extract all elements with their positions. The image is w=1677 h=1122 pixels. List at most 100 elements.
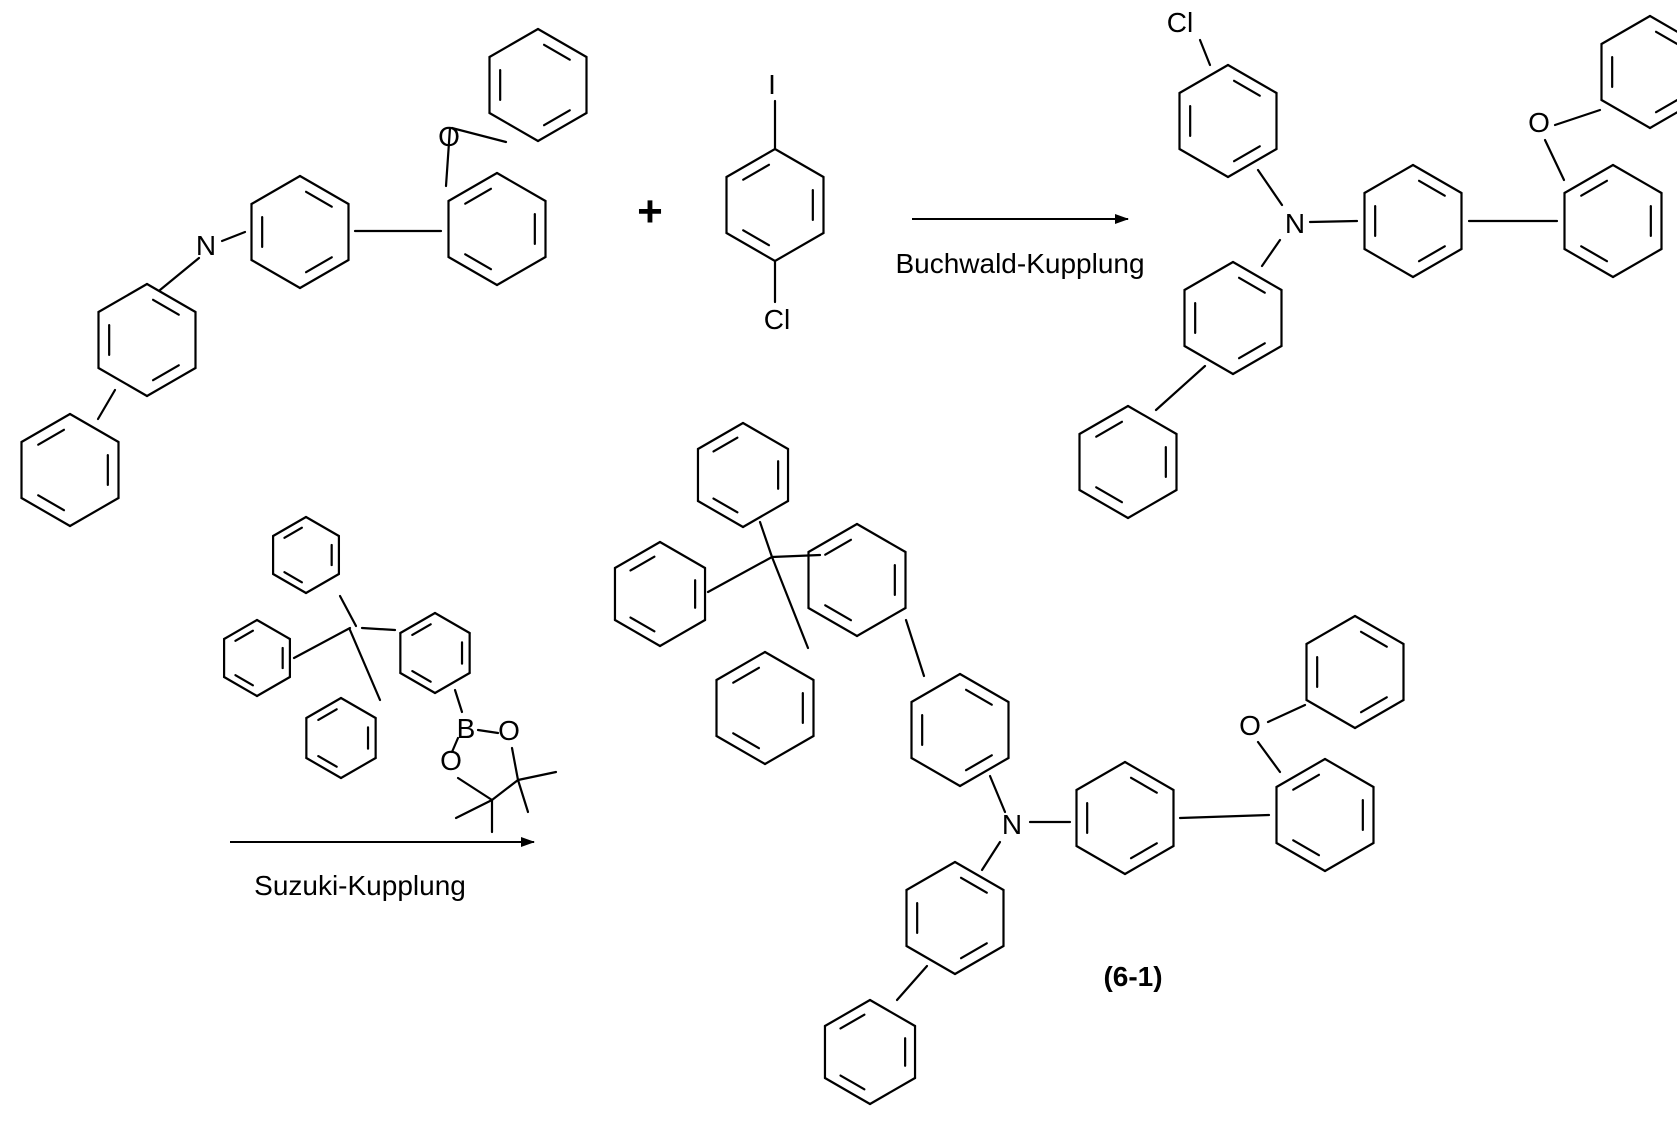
intermediate-dbf-outer-ring-edge: [1602, 100, 1650, 128]
boronate-phenyl-ring-top-edge: [273, 574, 306, 593]
boronate-phenyl-link: [294, 628, 350, 658]
product-dbf-outer-ring-edge: [1307, 616, 1355, 644]
intermediate-biphenyl-outer-ring-edge: [1080, 490, 1128, 518]
intermediate-dbf-benzo-ring-edge: [1565, 249, 1613, 277]
boronate-fluorene-right-ring-edge: [435, 673, 470, 693]
intermediate-phenylene-ring-edge: [1365, 165, 1413, 193]
product-dbf-outer-ring-double: [1361, 697, 1387, 712]
boronate-fluorene-right-ring-double: [412, 671, 430, 682]
boronate-pinacol-bond: [492, 780, 518, 800]
start-n-biphenyl-bond: [160, 258, 199, 290]
start-dbf-benzo-ring-edge: [497, 173, 545, 201]
intermediate-biphenyl-inner-ring-edge: [1233, 262, 1281, 290]
intermediate-furan-bond: [1555, 110, 1600, 125]
product-biphenyl-outer-ring-double: [840, 1076, 864, 1090]
boronate-fluorene-left-ring-double: [318, 709, 336, 720]
intermediate-dbf-benzo-ring-edge: [1565, 165, 1613, 193]
boronate-phenyl-ring-left-edge: [224, 677, 257, 696]
reagent-ring-edge: [775, 233, 823, 261]
intermediate-biphenyl-outer-ring-double: [1096, 422, 1122, 437]
product-biphenyl-link: [897, 966, 927, 1000]
product-biphenyl-inner-ring-double: [961, 943, 987, 958]
boronate-fluorene-left-ring-edge: [306, 758, 341, 778]
intermediate-biphenyl-inner-ring-edge: [1233, 346, 1281, 374]
product-oxygen-label: O: [1239, 710, 1261, 741]
product-phenyl-ring-left-edge: [660, 620, 705, 646]
product-phenyl-ring-left-edge: [660, 542, 705, 568]
product-fluorene-right-ring-edge: [809, 524, 857, 552]
reagent-ring-edge: [775, 149, 823, 177]
boronate-phenyl-ring-left-double: [235, 675, 252, 685]
product-biphenyl-inner-ring-edge: [907, 946, 955, 974]
boronate-phenyl-ring-left-double: [235, 631, 252, 641]
product-phenylene-upper-ring-edge: [960, 674, 1008, 702]
product-aryl-link: [1180, 815, 1269, 818]
boronate-fluorene-left-ring-edge: [341, 758, 376, 778]
intermediate-chlorophenyl-ring-double: [1234, 81, 1260, 96]
intermediate-biphenyl-inner-ring-double: [1239, 343, 1265, 358]
boronate-fluorene-left-ring-edge: [306, 698, 341, 718]
product-phenylene-right-ring-edge: [1125, 846, 1173, 874]
product-dbf-outer-ring-double: [1361, 632, 1387, 647]
start-dbf-benzo-ring-double: [465, 254, 491, 269]
boronate-phenyl-ring-left-edge: [257, 620, 290, 639]
product-furan-bond: [1268, 705, 1305, 722]
product-dbf-outer-ring-edge: [1307, 700, 1355, 728]
start-biphenyl-inner-ring-double: [153, 300, 179, 315]
boronate-fluorene-right-ring-edge: [400, 673, 435, 693]
boronate-phenyl-ring-top-double: [284, 572, 301, 582]
product-phenylene-upper-ring-double: [966, 690, 992, 705]
start-biphenyl-inner-ring-edge: [147, 368, 195, 396]
intermediate-dbf-outer-ring-edge: [1650, 100, 1677, 128]
product-phenylene-upper-ring-edge: [960, 758, 1008, 786]
intermediate-biphenyl-outer-ring-double: [1096, 487, 1122, 502]
intermediate-n-aryl-bond: [1310, 221, 1357, 222]
product-dbf-benzo-ring-edge: [1277, 759, 1325, 787]
boronate-fluorene-left-ring-edge: [341, 698, 376, 718]
boronate-boron-label: B: [457, 713, 476, 744]
product-biphenyl-outer-ring-edge: [870, 1078, 915, 1104]
product-dbf-benzo-ring-edge: [1277, 843, 1325, 871]
start-biphenyl-outer-ring-edge: [70, 414, 118, 442]
intermediate-furan-bond: [1545, 140, 1564, 180]
intermediate-nitrogen-label: N: [1285, 208, 1305, 239]
product-dbf-outer-ring-edge: [1355, 700, 1403, 728]
boronate-fluorene-right-ring-edge: [400, 613, 435, 633]
product-phenylene-right-ring-edge: [1125, 762, 1173, 790]
product-biphenyl-inner-ring-edge: [907, 862, 955, 890]
intermediate-phenylene-ring-double: [1419, 181, 1445, 196]
start-biphenyl-outer-ring-edge: [70, 498, 118, 526]
start-n-aryl-bond: [222, 232, 245, 241]
start-biphenyl-outer-ring-edge: [22, 498, 70, 526]
product-phenylene-right-ring-double: [1131, 778, 1157, 793]
product-fluorene-c9-bond: [772, 557, 808, 648]
product-fluorene-phenylene-link: [906, 620, 924, 676]
boronate-fluorene-right-ring-edge: [435, 613, 470, 633]
product-dbf-benzo-ring-edge: [1325, 759, 1373, 787]
boronate-phenyl-ring-top-edge: [273, 517, 306, 536]
product-phenylene-right-ring-double: [1131, 843, 1157, 858]
boronate-oxygen-label-1: O: [498, 715, 520, 746]
reagent-ring-edge: [727, 233, 775, 261]
product-phenyl-ring-left-edge: [615, 542, 660, 568]
boronate-pinacol-bond: [512, 748, 518, 780]
product-n-biphenyl-bond: [982, 842, 1000, 870]
boronate-b-o-bond: [478, 730, 498, 733]
start-dbf-outer-ring-double: [544, 45, 570, 60]
boronate-b-bond: [455, 690, 462, 712]
product-fluorene-right-ring-double: [825, 605, 851, 620]
start-biphenyl-link: [98, 390, 115, 419]
start-biphenyl-inner-ring-double: [153, 365, 179, 380]
start-phenylene-ring-edge: [252, 176, 300, 204]
boronate-oxygen-label-2: O: [440, 745, 462, 776]
product-fluorene-c9-bond: [772, 555, 820, 557]
start-biphenyl-outer-ring-double: [38, 495, 64, 510]
start-biphenyl-inner-ring-edge: [99, 284, 147, 312]
product-phenylene-upper-ring-double: [966, 755, 992, 770]
intermediate-phenylene-ring-edge: [1413, 165, 1461, 193]
start-biphenyl-outer-ring-double: [38, 430, 64, 445]
start-phenylene-ring-edge: [252, 260, 300, 288]
start-dbf-outer-ring-double: [544, 110, 570, 125]
intermediate-dbf-outer-ring-edge: [1602, 16, 1650, 44]
product-fluorene-right-ring-edge: [857, 524, 905, 552]
